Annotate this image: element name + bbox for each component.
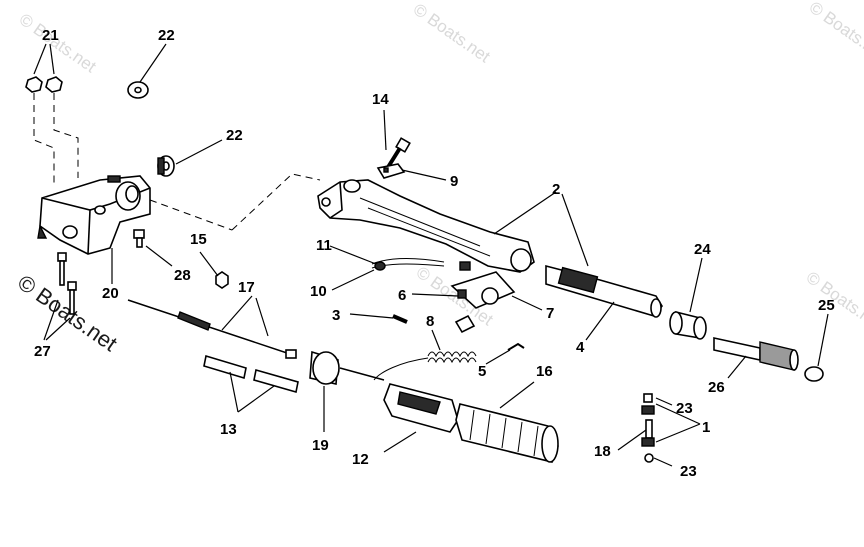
bushing-19 bbox=[309, 350, 385, 385]
leader-lines bbox=[33, 43, 829, 467]
callout-5: 5 bbox=[478, 363, 486, 380]
callout-14: 14 bbox=[372, 91, 389, 108]
assembly-line-20 bbox=[149, 199, 233, 231]
washer-22-mid bbox=[157, 155, 175, 177]
callout-8: 8 bbox=[426, 313, 434, 330]
assembly-line-20b bbox=[231, 173, 321, 231]
nut-21-parts bbox=[25, 76, 63, 93]
callout-17: 17 bbox=[238, 279, 255, 296]
bracket-20 bbox=[37, 175, 151, 255]
nut-15 bbox=[215, 271, 229, 289]
callout-20: 20 bbox=[102, 285, 119, 302]
callout-16: 16 bbox=[536, 363, 553, 380]
callout-23-top: 23 bbox=[676, 400, 693, 417]
washer-22-top-hole bbox=[134, 86, 142, 94]
throttle-shaft-4 bbox=[545, 264, 663, 318]
callout-19: 19 bbox=[312, 437, 329, 454]
bolt-27-parts bbox=[57, 252, 77, 315]
callouts: 21 22 22 14 9 2 11 10 6 7 3 8 5 4 24 25 … bbox=[34, 27, 835, 480]
callout-27: 27 bbox=[34, 343, 51, 360]
cap-25 bbox=[804, 366, 824, 382]
tubes-13 bbox=[203, 354, 299, 394]
callout-22-top: 22 bbox=[158, 27, 175, 44]
callout-28: 28 bbox=[174, 267, 191, 284]
clip-5 bbox=[507, 342, 525, 351]
callout-25: 25 bbox=[818, 297, 835, 314]
callout-9: 9 bbox=[450, 173, 458, 190]
callout-3: 3 bbox=[332, 307, 340, 324]
shaft-end-26 bbox=[713, 337, 799, 371]
pin-3 bbox=[392, 314, 408, 324]
callout-23-bottom: 23 bbox=[680, 463, 697, 480]
callout-1: 1 bbox=[702, 419, 710, 436]
callout-2: 2 bbox=[552, 181, 560, 198]
callout-13: 13 bbox=[220, 421, 237, 438]
small-parts-1-18-23 bbox=[641, 393, 655, 463]
callout-21: 21 bbox=[42, 27, 59, 44]
callout-15: 15 bbox=[190, 231, 207, 248]
throttle-cable-17 bbox=[127, 299, 297, 359]
switch-6-7 bbox=[450, 261, 516, 309]
grip-insert-12 bbox=[383, 383, 459, 433]
watermark-top-right: © Boats.net bbox=[806, 0, 864, 65]
screw-28 bbox=[133, 229, 145, 248]
callout-10: 10 bbox=[310, 283, 327, 300]
callout-7: 7 bbox=[546, 305, 554, 322]
callout-11: 11 bbox=[316, 237, 332, 254]
assembly-lines-21 bbox=[33, 93, 79, 185]
tiller-arm-2 bbox=[317, 179, 535, 273]
handle-grip-16 bbox=[455, 403, 559, 463]
callout-24: 24 bbox=[694, 241, 711, 258]
lanyard-spring-8 bbox=[373, 314, 477, 381]
callout-26: 26 bbox=[708, 379, 725, 396]
callout-6: 6 bbox=[398, 287, 406, 304]
callout-18: 18 bbox=[594, 443, 611, 460]
plate-9 bbox=[376, 163, 406, 179]
watermark-top-center: © Boats.net bbox=[410, 0, 494, 67]
bushing-24 bbox=[669, 310, 707, 340]
callout-22-mid: 22 bbox=[226, 127, 243, 144]
callout-12: 12 bbox=[352, 451, 369, 468]
callout-4: 4 bbox=[576, 339, 585, 356]
wire-harness-10-11 bbox=[371, 258, 445, 271]
